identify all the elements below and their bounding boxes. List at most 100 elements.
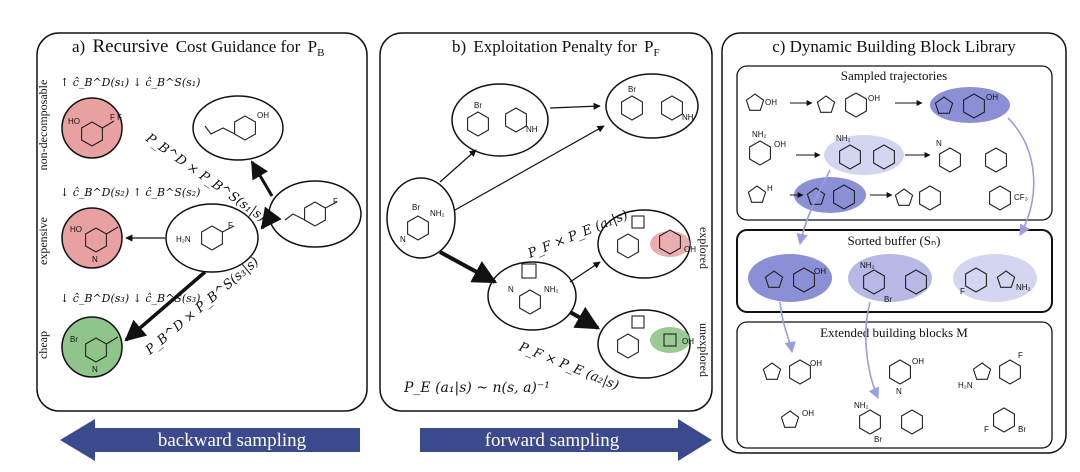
svg-text:CF₃: CF₃: [1014, 193, 1028, 202]
mol-ext2: OHN: [889, 357, 924, 396]
svg-text:OH: OH: [682, 337, 694, 346]
label-unexplored: unexplored: [697, 323, 711, 377]
svg-text:OH: OH: [814, 267, 826, 276]
node-expensive: [61, 207, 123, 269]
mol-ext3: H₂N F: [958, 351, 1023, 390]
molecule-s3: Br N: [70, 335, 119, 374]
svg-text:NH₂: NH₂: [836, 134, 851, 143]
mol-traj3-a: H: [747, 184, 773, 203]
blob-traj3: [794, 177, 866, 213]
molecule-intermediate-top: OH: [204, 111, 269, 141]
mol-traj1-b: OH: [816, 92, 880, 118]
mol-traj3-c: CF₃: [894, 185, 1028, 211]
panel-c-title: c) Dynamic Building Block Library: [772, 37, 1016, 56]
backward-arrow-label: backward sampling: [158, 430, 307, 451]
panel-a-title: a) Recursive Cost Guidance for PB: [72, 36, 324, 59]
svg-text:HO: HO: [68, 117, 80, 126]
mol-ext1: OH: [762, 359, 822, 385]
svg-text:H₂N: H₂N: [958, 381, 973, 390]
svg-text:Br: Br: [1018, 425, 1026, 434]
mol-traj2-b: NH₂: [836, 134, 895, 170]
svg-text:HO: HO: [70, 225, 82, 234]
svg-text:OH: OH: [765, 98, 777, 107]
cost-line-s2: ↓ ĉ_B^D(s₂) ↑ ĉ_B^S(s₂): [60, 186, 200, 199]
cost-line-s3: ↓ ĉ_B^D(s₃) ↓ ĉ_B^S(s₃): [60, 292, 200, 305]
sampled-trajectories-title: Sampled trajectories: [841, 68, 948, 83]
label-explored: explored: [697, 227, 711, 269]
mol-traj1-a: OH: [745, 93, 777, 111]
svg-text:F: F: [333, 197, 338, 206]
svg-text:OH: OH: [257, 111, 269, 120]
extended-blocks-box: [736, 321, 1053, 449]
molecule-s1: HO F F: [68, 113, 122, 147]
mol-buf2: NH₂ Br: [860, 261, 927, 304]
node-b-mid: [487, 261, 577, 331]
svg-text:OH: OH: [684, 245, 696, 254]
arrow-b-mid-to-unexplored: [569, 306, 601, 330]
flow-arrow-2: [796, 169, 831, 246]
svg-text:NH₂: NH₂: [1016, 283, 1031, 292]
svg-text:F: F: [960, 287, 965, 296]
svg-text:NH₂: NH₂: [752, 130, 767, 139]
svg-text:NH: NH: [526, 125, 538, 134]
label-non-decomposable: non-decomposable: [36, 80, 50, 171]
arrow-b-root-to-tl: [439, 149, 477, 183]
sorted-buffer-box: [736, 229, 1053, 313]
flow-arrow-3: [779, 301, 796, 354]
molecule-root-a: F: [284, 197, 338, 227]
svg-text:F: F: [984, 425, 989, 434]
sorted-buffer-title: Sorted buffer (Sₙ): [847, 233, 940, 248]
svg-text:Br: Br: [874, 435, 882, 444]
svg-text:H: H: [767, 184, 773, 193]
cost-line-s1: ↑ ĉ_B^D(s₁) ↓ ĉ_B^S(s₁): [60, 76, 200, 89]
arrow-a-to-mid: [260, 206, 282, 230]
svg-text:NH₂: NH₂: [854, 401, 869, 410]
arrow-b-tl-to-tr: [549, 102, 601, 110]
arrow-b-mid-to-explored: [569, 261, 601, 283]
formula-pe: P_E (a₁|s) ~ n(s, a)⁻¹: [403, 380, 550, 396]
arrow-a-to-top: [250, 160, 274, 197]
svg-text:Br: Br: [412, 203, 420, 212]
svg-text:OH: OH: [868, 94, 880, 103]
node-b-unexplored: [597, 309, 691, 379]
molecule-b-root: Br NH₂ N: [400, 203, 445, 244]
extended-blocks-title: Extended building blocks M: [820, 325, 968, 340]
label-cheap: cheap: [36, 331, 50, 359]
svg-text:N: N: [936, 139, 942, 148]
molecule-intermediate-mid: H₂N F: [176, 221, 235, 251]
arrow-b-root-to-tr: [454, 125, 605, 211]
mol-ext5: NH₂ Br: [854, 401, 923, 444]
svg-text:F: F: [1018, 351, 1023, 360]
blob-traj1: [930, 87, 1010, 123]
svg-text:NH: NH: [682, 113, 694, 122]
node-root-a: [268, 180, 362, 248]
svg-text:N: N: [508, 285, 514, 294]
blob-buf1: [748, 254, 832, 302]
mol-buf3: F NH₂: [960, 267, 1031, 296]
panel-c-frame: [721, 32, 1067, 454]
sampled-trajectories-box: [736, 65, 1053, 221]
svg-text:NH₂: NH₂: [860, 261, 875, 270]
svg-text:H₂N: H₂N: [176, 235, 191, 244]
mol-traj1-c: OH: [934, 93, 998, 119]
node-intermediate-mid: [165, 203, 259, 273]
molecule-b-top-left: Br NH: [467, 101, 538, 137]
molecule-b-mid: NH₂ N: [508, 263, 559, 315]
node-intermediate-top: [192, 95, 284, 161]
svg-text:Br: Br: [884, 295, 892, 304]
svg-text:F F: F F: [110, 113, 122, 122]
label-expensive: expensive: [36, 217, 50, 265]
svg-text:N: N: [896, 387, 902, 396]
svg-text:OH: OH: [810, 359, 822, 368]
svg-text:NH₂: NH₂: [544, 285, 559, 294]
flow-arrow-4: [865, 301, 880, 400]
svg-text:Br: Br: [628, 85, 636, 94]
arrow-b-root-to-mid: [439, 250, 498, 284]
blob-buf3: [953, 254, 1037, 302]
svg-text:OH: OH: [986, 93, 998, 102]
mol-ext6: F Br: [984, 407, 1026, 434]
node-non-decomposable: [61, 97, 123, 159]
panel-a-frame: [36, 32, 368, 412]
